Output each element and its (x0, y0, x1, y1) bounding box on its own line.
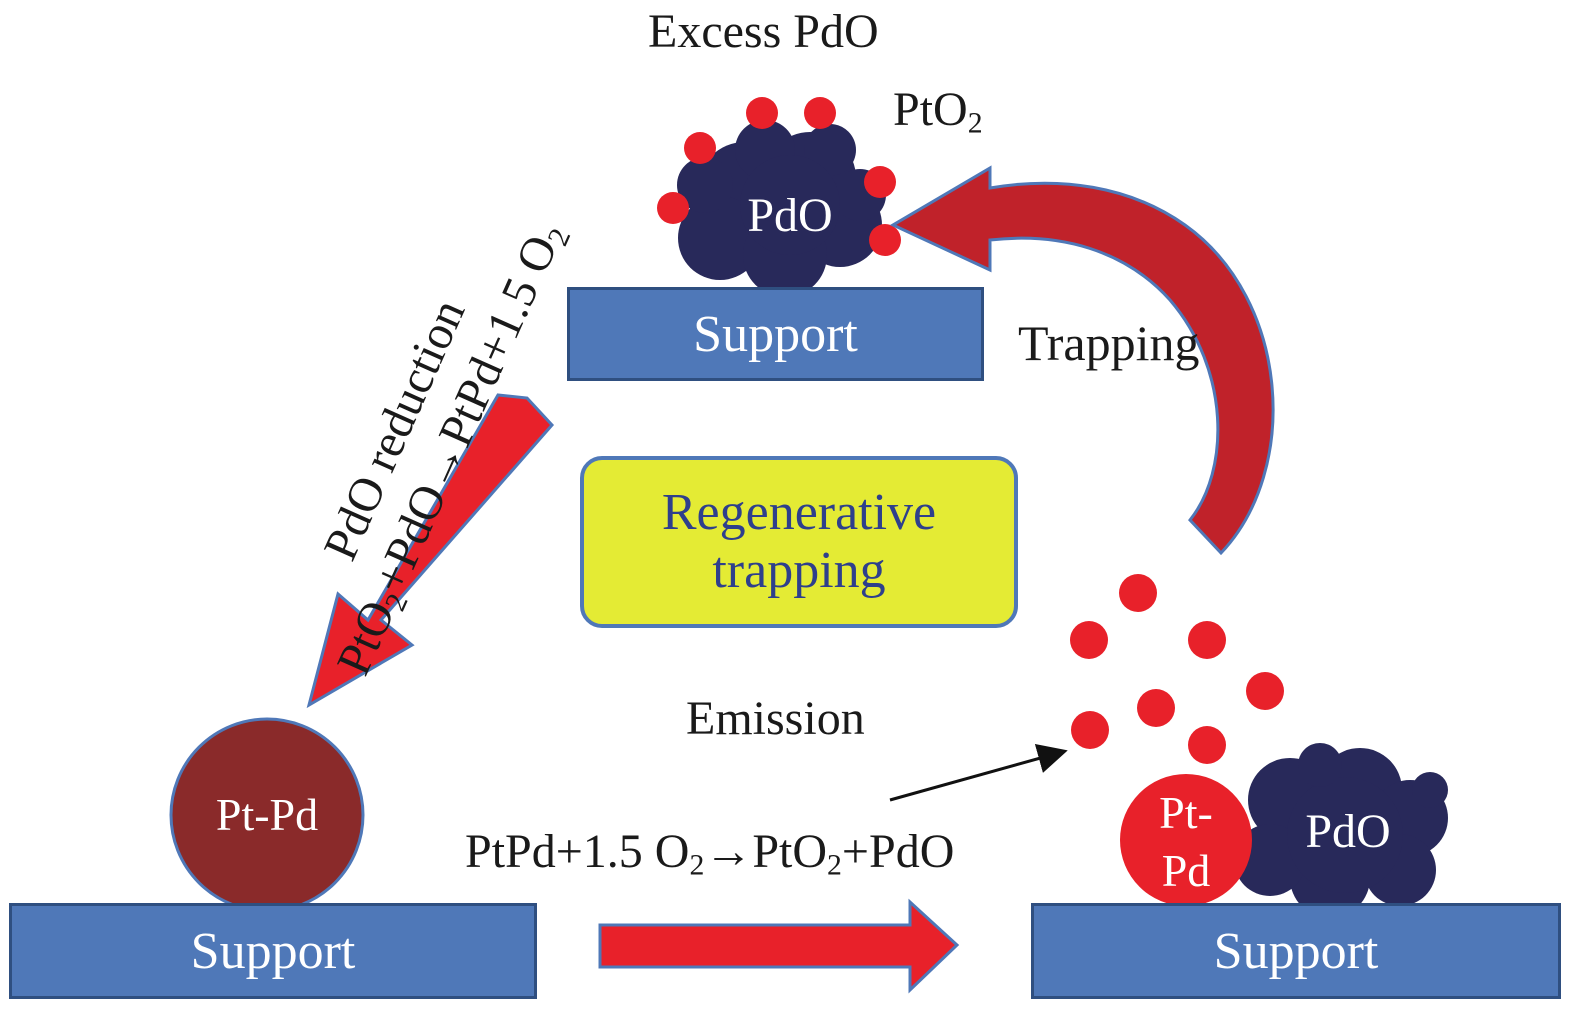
trapping-arrow (889, 165, 1275, 556)
center-line-2: trapping (712, 542, 886, 599)
reduction-arrow (306, 393, 555, 709)
bottom-right-pdo-label: PdO (1305, 805, 1391, 858)
top-pto2-particles (657, 97, 901, 256)
oxidation-arrow (598, 898, 960, 994)
bottom-right-ptpd-label-1: Pt- (1159, 787, 1213, 838)
top-pto2-label: PtO2 (893, 83, 983, 140)
bottom-right-pdo-cluster (1234, 743, 1448, 918)
bottom-left-support-label: Support (190, 922, 356, 980)
bottom-right-ptpd-label-2: Pd (1161, 845, 1211, 896)
bottom-right-support-label: Support (1213, 922, 1379, 980)
bottom-left-support: Support (9, 903, 537, 999)
emitted-particles (1070, 574, 1284, 764)
center-line-1: Regenerative (661, 483, 937, 541)
emission-label: Emission (686, 692, 865, 745)
top-support-label: Support (693, 305, 858, 363)
bottom-reaction-label: PtPd+1.5 O2→PtO2+PdO (465, 825, 955, 882)
bottom-right-support: Support (1031, 903, 1561, 999)
trapping-label: Trapping (1018, 315, 1200, 371)
excess-pdo-label: Excess PdO (648, 5, 879, 58)
bottom-left-ptpd-label: Pt-Pd (215, 789, 319, 840)
emission-arrow (889, 744, 1068, 802)
regenerative-trapping-box: Regenerative trapping (580, 456, 1018, 628)
top-support: Support (567, 287, 984, 381)
bottom-right-ptpd-sphere (1120, 774, 1252, 906)
top-pdo-label: PdO (747, 189, 833, 242)
top-pdo-cluster (677, 120, 886, 297)
